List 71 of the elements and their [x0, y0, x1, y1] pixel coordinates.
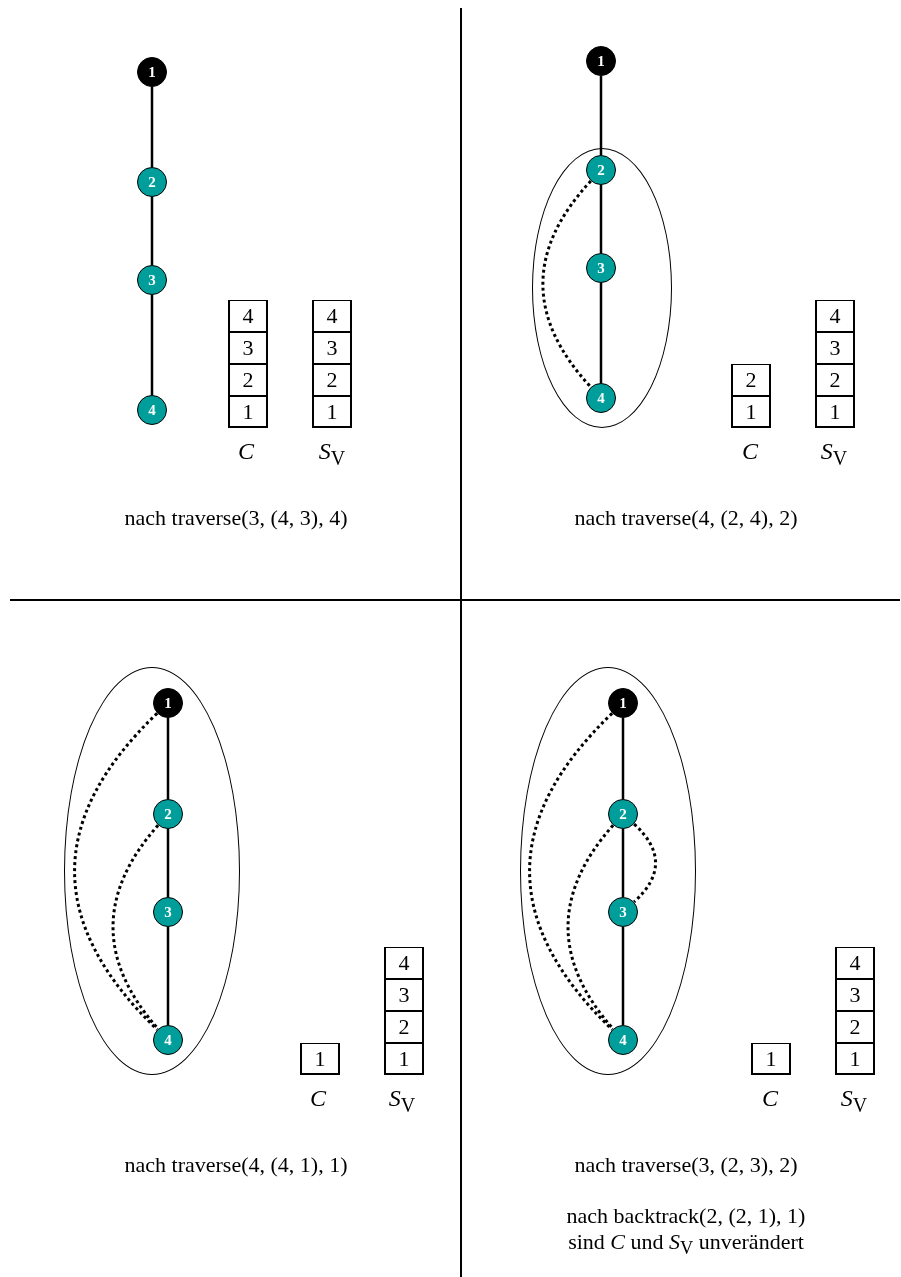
stack-label: C	[762, 1085, 778, 1112]
graph-vertex: 1	[153, 688, 183, 718]
graph-vertex: 3	[137, 265, 167, 295]
stack-cell: 1	[312, 396, 352, 428]
stack-label: S$_{V}$	[388, 1085, 416, 1117]
stack-label: S$_{V}$	[840, 1085, 868, 1117]
dotted-edge	[633, 823, 657, 903]
stack-cell: 4	[384, 947, 424, 979]
graph-vertex: 4	[137, 395, 167, 425]
note: nach backtrack(2, (2, 1), 1) sind C und S$_{V}$ unverändert	[565, 1203, 807, 1260]
stack-label: C	[742, 438, 758, 465]
graph-vertex: 4	[153, 1025, 183, 1055]
stack-cell: 4	[312, 300, 352, 332]
graph-vertex: 1	[586, 46, 616, 76]
stack-cell: 1	[815, 396, 855, 428]
graph-vertex: 2	[608, 799, 638, 829]
stack-cell: 3	[312, 332, 352, 364]
stack-label: C	[310, 1085, 326, 1112]
graph-vertex: 1	[608, 688, 638, 718]
stack-cell: 2	[312, 364, 352, 396]
caption: nach traverse(4, (2, 4), 2)	[574, 505, 798, 531]
stack-cell: 2	[815, 364, 855, 396]
stack-cell: 1	[228, 396, 268, 428]
stack-cell: 2	[731, 364, 771, 396]
graph-edge	[150, 87, 154, 169]
stack-cell: 2	[835, 1011, 875, 1043]
graph-edge	[621, 927, 625, 1027]
caption: nach traverse(3, (4, 3), 4)	[124, 505, 348, 531]
graph-edge	[599, 76, 603, 157]
graph-edge	[621, 718, 625, 801]
stack-cell: 1	[384, 1043, 424, 1075]
graph-edge	[599, 283, 603, 385]
stack-cell: 4	[228, 300, 268, 332]
stack-cell: 1	[731, 396, 771, 428]
graph-vertex: 2	[586, 155, 616, 185]
stack-cell: 3	[835, 979, 875, 1011]
graph-vertex: 4	[608, 1025, 638, 1055]
graph-vertex: 3	[153, 897, 183, 927]
graph-edge	[599, 185, 603, 255]
stack-cell: 3	[384, 979, 424, 1011]
graph-vertex: 2	[153, 799, 183, 829]
stack-cell: 1	[835, 1043, 875, 1075]
graph-edge	[621, 829, 625, 899]
stack-label: S$_{V}$	[820, 438, 848, 470]
dotted-edge	[541, 180, 592, 388]
dotted-edge	[111, 824, 160, 1030]
graph-edge	[166, 829, 170, 899]
stack-cell: 4	[835, 947, 875, 979]
caption: nach traverse(3, (2, 3), 2)	[574, 1152, 798, 1178]
dotted-edge	[73, 712, 159, 1031]
graph-edge	[150, 295, 154, 397]
stack-cell: 2	[228, 364, 268, 396]
stack-label: S$_{V}$	[318, 438, 346, 470]
stack-cell: 1	[300, 1043, 340, 1075]
graph-vertex: 3	[586, 253, 616, 283]
stack-cell: 1	[751, 1043, 791, 1075]
dotted-edge	[566, 824, 615, 1030]
stack-cell: 3	[228, 332, 268, 364]
graph-vertex: 1	[137, 57, 167, 87]
graph-vertex: 2	[137, 167, 167, 197]
stack-label: C	[238, 438, 254, 465]
stack-cell: 3	[815, 332, 855, 364]
graph-vertex: 3	[608, 897, 638, 927]
stack-cell: 2	[384, 1011, 424, 1043]
graph-edge	[166, 927, 170, 1027]
graph-edge	[150, 197, 154, 267]
stack-cell: 4	[815, 300, 855, 332]
dotted-edge	[528, 712, 614, 1031]
graph-edge	[166, 718, 170, 801]
caption: nach traverse(4, (4, 1), 1)	[124, 1152, 348, 1178]
graph-vertex: 4	[586, 383, 616, 413]
